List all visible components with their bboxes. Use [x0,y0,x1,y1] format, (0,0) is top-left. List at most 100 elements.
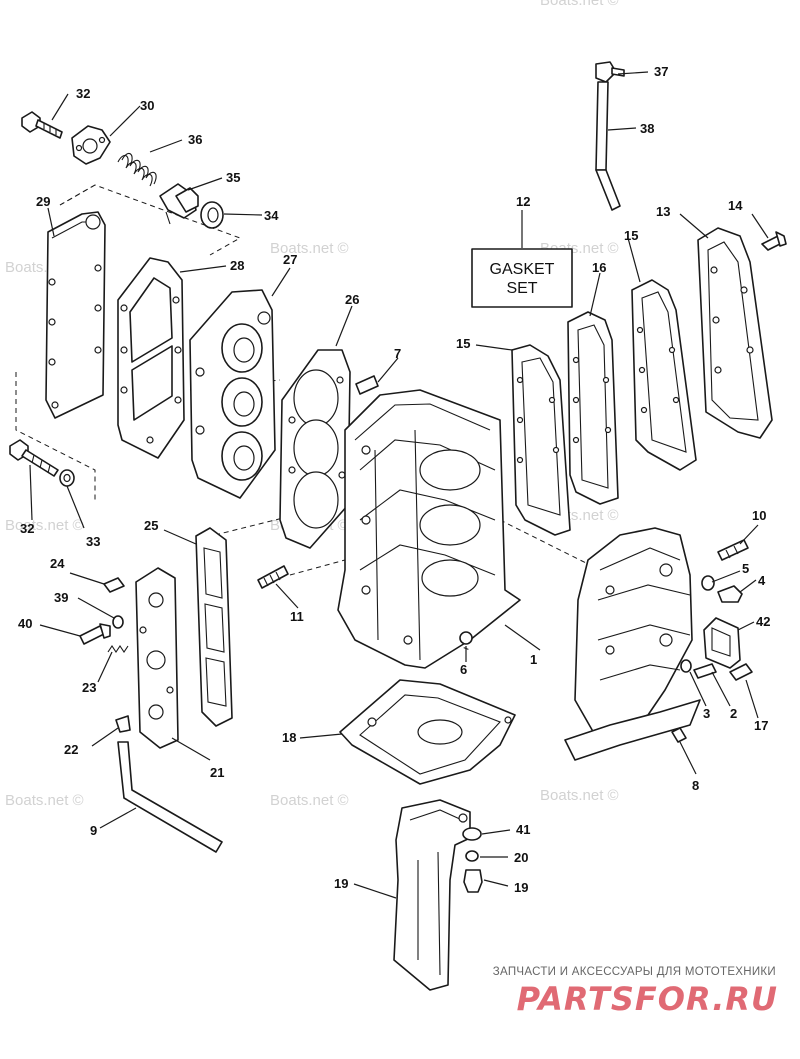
label-4: 4 [758,573,766,588]
label-35: 35 [226,170,240,185]
label-6: 6 [460,662,467,677]
part-washer-5 [701,575,715,591]
label-31: 30 [140,98,154,113]
label-10: 10 [752,508,766,523]
part-washer-41 [462,827,482,841]
part-base-gasket-18 [339,679,516,785]
part-gasket-31 [71,125,111,165]
label-13: 13 [656,204,670,219]
part-gasket-15-left [511,344,571,536]
label-33: 33 [86,534,100,549]
label-5: 5 [742,561,749,576]
label-41: 41 [516,822,530,837]
watermark: Boats.net © [270,240,349,257]
part-stud-11 [257,565,289,589]
part-washer-21 [465,850,479,862]
label-34: 34 [264,208,279,223]
part-washer-33 [59,469,75,487]
label-24: 23 [82,680,96,695]
label-9: 9 [90,823,97,838]
part-washer-3 [680,659,692,673]
part-gasket-15-right [631,279,697,471]
label-11: 11 [290,609,304,624]
label-1: 1 [530,652,537,667]
part-gasket-29 [117,257,185,459]
label-36: 36 [188,132,202,147]
watermark: Boats.net © [270,792,349,809]
part-washer-37 [112,615,124,629]
part-cylinder-block-1 [337,389,521,669]
part-head-gasket-27 [279,349,351,549]
label-14: 14 [728,198,743,213]
label-7: 7 [394,346,401,361]
part-bolt-20 [463,869,483,893]
part-spring-24 [107,645,129,653]
leader-lines [29,71,769,899]
gasket-set-line-2: SET [506,280,537,297]
label-23: 22 [64,742,78,757]
label-42: 42 [756,614,770,629]
part-bolt-2 [693,663,717,679]
part-hose-40 [595,81,621,211]
watermark: Boats.net © [540,787,619,804]
label-32: 32 [76,86,90,101]
label-3: 3 [703,706,710,721]
part-cylinder-head-28 [189,289,276,499]
label-39: 37 [654,64,668,79]
label-32-lower: 32 [20,521,34,536]
part-plate-22 [135,567,179,749]
part-bolt-32-lower [9,439,59,477]
label-12: 12 [516,194,530,209]
label-21: 20 [514,850,528,865]
label-18: 18 [282,730,296,745]
footer-tagline: ЗАПЧАСТИ И АКСЕССУАРЫ ДЛЯ МОТОТЕХНИКИ [493,966,776,978]
footer-branding: ЗАПЧАСТИ И АКСЕССУАРЫ ДЛЯ МОТОТЕХНИКИ PA… [493,966,778,1018]
label-20: 19 [514,880,528,895]
label-28: 27 [283,252,297,267]
label-26: 25 [144,518,158,533]
part-plug-6 [459,631,473,645]
part-bolt-32-top [21,111,63,139]
part-bolt-4 [717,585,743,603]
part-screw-14 [761,231,787,251]
label-22: 21 [210,765,224,780]
part-bracket-42 [703,617,741,669]
part-gasket-26 [195,527,233,727]
part-fitting-39 [595,61,625,83]
part-exhaust-cover-30 [45,211,106,419]
part-bolt-38 [79,623,111,645]
label-25: 24 [50,556,65,571]
part-dowel-pin-7 [355,375,379,395]
part-valve-35 [159,183,199,225]
part-spring-36 [117,152,157,187]
label-27: 26 [345,292,359,307]
footer-brand-logo: PARTSFOR.RU [517,980,778,1018]
part-fitting-23 [115,715,131,733]
label-16: 16 [592,260,606,275]
label-19: 19 [334,876,348,891]
part-stud-10 [717,539,749,561]
part-fitting-8 [671,727,687,743]
label-8: 8 [692,778,699,793]
label-15-right: 15 [624,228,638,243]
label-38: 40 [18,616,32,631]
part-hose-9 [117,741,223,853]
part-cover-13 [697,227,773,439]
watermark: Boats.net © [5,792,84,809]
part-bolt-17 [729,663,753,681]
label-15-left: 15 [456,336,470,351]
part-number-labels: 32 30 36 35 34 29 28 27 26 7 12 16 15 15… [18,64,770,895]
label-2: 2 [730,706,737,721]
part-gasket-16 [567,311,619,505]
part-seal-34 [200,201,224,229]
label-30: 29 [36,194,50,209]
label-37: 39 [54,590,68,605]
part-screw-25 [103,577,125,593]
gasket-set-line-1: GASKET [490,261,555,278]
label-40: 38 [640,121,654,136]
part-crankcase-half [564,527,701,761]
watermark: Boats.net © [540,0,619,9]
label-29: 28 [230,258,244,273]
watermark: Boats.net © [5,517,84,534]
